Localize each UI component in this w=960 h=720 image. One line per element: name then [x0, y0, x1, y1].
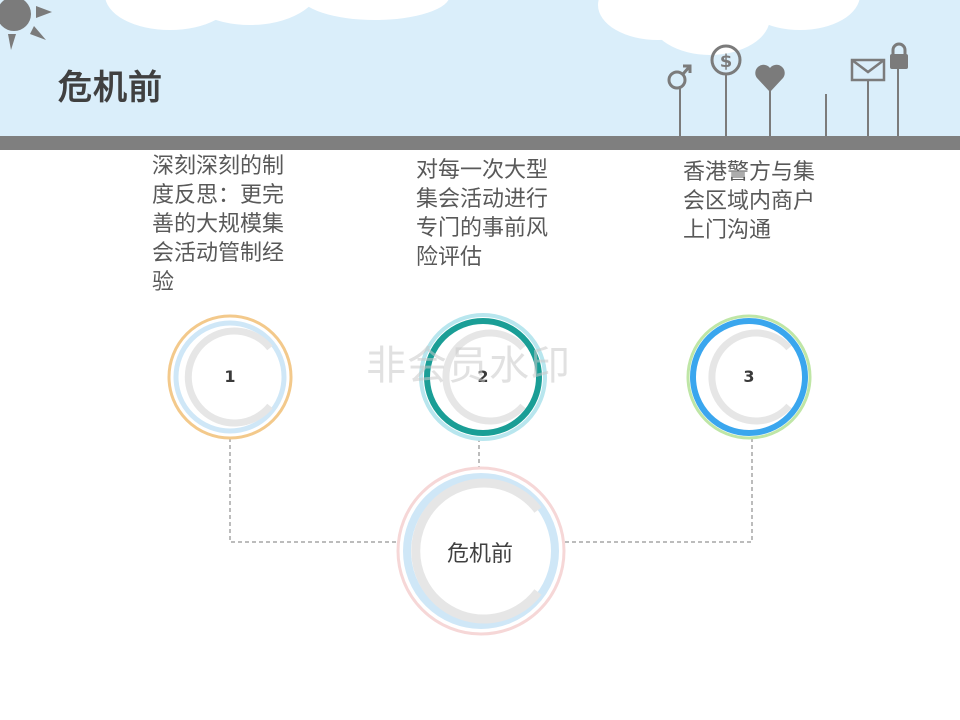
step-3-number: 3 — [729, 367, 769, 386]
center-label: 危机前 — [420, 536, 540, 568]
step-1-number: 1 — [210, 367, 250, 386]
watermark-text: 非会员水印 — [366, 333, 571, 391]
